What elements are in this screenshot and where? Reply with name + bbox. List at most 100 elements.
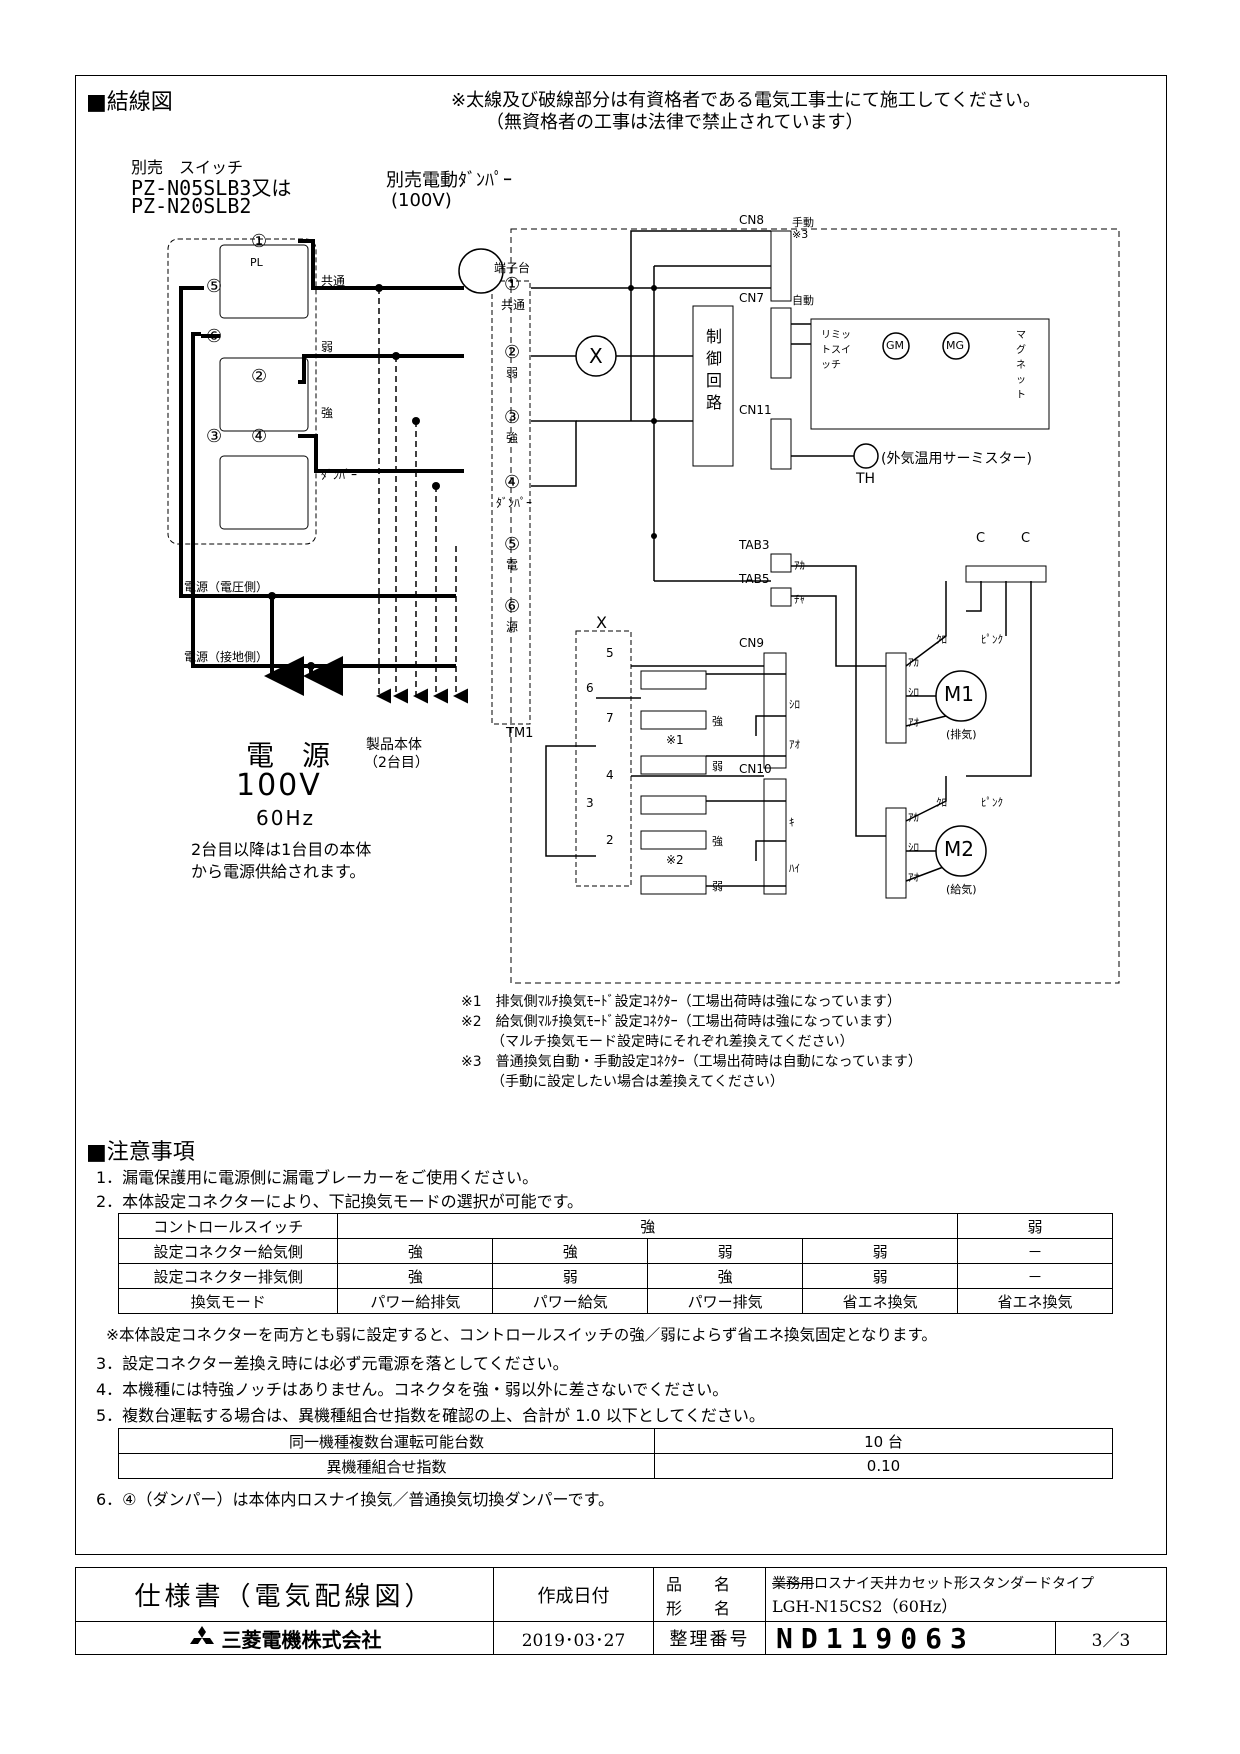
x-pin-5: 5 bbox=[606, 646, 614, 660]
table-cell: 強 bbox=[337, 1263, 494, 1289]
control-circuit-label: 制御回路 bbox=[706, 327, 723, 412]
tab3-box bbox=[770, 553, 792, 573]
notes-section-title: ■注意事項 bbox=[86, 1140, 195, 1165]
wire-kyo: 強 bbox=[321, 406, 334, 420]
table-row: 設定コネクター給気側 強 強 弱 弱 － bbox=[117, 1238, 1113, 1264]
note-item-2-note: ※本体設定コネクターを両方とも弱に設定すると、コントロールスイッチの強／弱によら… bbox=[106, 1326, 937, 1344]
capacitor-terminal bbox=[965, 565, 1047, 583]
table-row: 設定コネクター排気側 強 弱 強 弱 － bbox=[117, 1263, 1113, 1289]
table-cell: 同一機種複数台運転可能台数 bbox=[118, 1428, 655, 1454]
wire-damper: ﾀﾞﾝﾊﾟｰ bbox=[321, 468, 358, 482]
switch-num-6: ⑥ bbox=[206, 326, 223, 347]
doc-title: 仕様書（電気配線図） bbox=[76, 1568, 494, 1622]
m1-pink: ﾋﾟﾝｸ bbox=[981, 633, 1003, 646]
page-number: 3／3 bbox=[1091, 1630, 1131, 1651]
table-cell: パワー排気 bbox=[647, 1288, 804, 1314]
created-label: 作成日付 bbox=[494, 1568, 654, 1622]
thermistor-label: (外気温用サーミスター) bbox=[881, 451, 1032, 467]
m2-wire-ao: ｱｵ bbox=[908, 871, 919, 884]
power-big-1: 電 源 bbox=[246, 739, 331, 772]
power-big-3: 60Hz bbox=[256, 806, 315, 830]
switch-box-bot bbox=[219, 455, 309, 530]
terminal-1-num: ① bbox=[504, 274, 521, 295]
mitsubishi-logo-icon bbox=[189, 1626, 214, 1644]
conn-note-1: ※1 bbox=[666, 733, 684, 747]
title-block: 仕様書（電気配線図） 作成日付 品 名 形 名 業務用ロスナイ天井カセット形スタ… bbox=[75, 1567, 1167, 1655]
table-row: 同一機種複数台運転可能台数 10 台 bbox=[118, 1428, 1113, 1454]
switch-num-3: ③ bbox=[206, 426, 223, 447]
company-cell: 三菱電機株式会社 bbox=[76, 1622, 494, 1654]
cn7-auto: 自動 bbox=[792, 294, 814, 307]
table-cell: 強 bbox=[647, 1263, 804, 1289]
table-cell: 設定コネクター給気側 bbox=[117, 1238, 339, 1264]
table-cell: 強 bbox=[337, 1238, 494, 1264]
x-pin-6: 6 bbox=[586, 681, 594, 695]
cn10-weak: 弱 bbox=[712, 880, 723, 893]
table-row: 異機種組合せ指数 0.10 bbox=[118, 1453, 1113, 1479]
cn8-label: CN8 bbox=[739, 213, 764, 227]
cn9-shiro: ｼﾛ bbox=[789, 698, 800, 711]
x-pin-7: 7 bbox=[606, 711, 614, 725]
terminal-1-label: 共通 bbox=[501, 298, 526, 312]
table-cell: 弱 bbox=[802, 1238, 959, 1264]
table-cell: 弱 bbox=[492, 1263, 649, 1289]
table-cell: 設定コネクター排気側 bbox=[117, 1263, 339, 1289]
pl-lamp: PL bbox=[250, 256, 263, 269]
cn10-label: CN10 bbox=[739, 762, 772, 776]
th-label: TH bbox=[856, 471, 876, 487]
m2-connector bbox=[885, 807, 907, 899]
cn11-box bbox=[770, 418, 792, 470]
product-name-label: 品 名 bbox=[666, 1574, 731, 1594]
tab3-label: TAB3 bbox=[739, 538, 770, 552]
cap-2-label: C bbox=[1021, 531, 1031, 546]
cn11-label: CN11 bbox=[739, 403, 772, 417]
motor-2-label: M2 bbox=[944, 837, 974, 861]
m1-wire-ao: ｱｵ bbox=[908, 716, 919, 729]
terminal-6-num: ⑥ bbox=[504, 596, 521, 617]
magnet-label: マグネット bbox=[1016, 330, 1026, 401]
wire-jaku: 弱 bbox=[321, 340, 334, 354]
control-circuit-box bbox=[692, 305, 734, 467]
switch-num-1: ① bbox=[251, 231, 268, 252]
tab5-wire: ﾁｬ bbox=[794, 593, 805, 606]
product-frame bbox=[510, 228, 1120, 984]
power-note-1: 2台目以降は1台目の本体 bbox=[191, 840, 372, 859]
mg-label: MG bbox=[946, 339, 965, 352]
table-cell: 省エネ換気 bbox=[802, 1288, 959, 1314]
table-cell: コントロールスイッチ bbox=[117, 1213, 339, 1239]
terminal-block-label: 端子台 bbox=[494, 261, 531, 275]
x-pin-2: 2 bbox=[606, 833, 614, 847]
switch-num-5: ⑤ bbox=[206, 276, 223, 297]
product-label-2: （2台目） bbox=[364, 755, 429, 771]
tab5-label: TAB5 bbox=[739, 572, 770, 586]
tab3-wire: ｱｶ bbox=[794, 559, 805, 572]
note-item-4: 4．本機種には特強ノッチはありません。コネクタを強・弱以外に差さないでください。 bbox=[96, 1380, 729, 1399]
switch-num-4: ④ bbox=[251, 426, 268, 447]
m2-pink: ﾋﾟﾝｸ bbox=[981, 796, 1003, 809]
table-row: 換気モード パワー給排気 パワー給気 パワー排気 省エネ換気 省エネ換気 bbox=[117, 1288, 1113, 1314]
cn10-hai: ﾊｲ bbox=[789, 862, 800, 875]
mode-table-header: コントロールスイッチ 強 弱 bbox=[117, 1213, 1113, 1239]
switch-outline bbox=[167, 238, 317, 545]
cn8-manual: 手動 bbox=[792, 216, 814, 229]
limit-switch-label: リミットスイッチ bbox=[821, 330, 851, 371]
cn9-weak: 弱 bbox=[712, 760, 723, 773]
table-cell: 換気モード bbox=[117, 1288, 339, 1314]
terminal-4-label: ﾀﾞﾝﾊﾟｰ bbox=[496, 496, 533, 510]
x-block-label: X bbox=[596, 613, 607, 632]
note-item-3: 3．設定コネクター差換え時には必ず元電源を落としてください。 bbox=[96, 1354, 569, 1373]
switch-label-2: PZ-N05SLB3又は bbox=[131, 176, 292, 200]
table-cell: 強 bbox=[337, 1213, 959, 1239]
table-cell: パワー給排気 bbox=[337, 1288, 494, 1314]
m1-wire-shiro: ｼﾛ bbox=[908, 686, 919, 699]
table-cell: － bbox=[957, 1238, 1113, 1264]
note-item-2: 2．本体設定コネクターにより、下記換気モードの選択が可能です。 bbox=[96, 1192, 583, 1211]
switch-label-3: PZ-N20SLB2 bbox=[131, 194, 252, 218]
damper-label-2: (100V) bbox=[391, 190, 452, 211]
product-info-cell: 業務用ロスナイ天井カセット形スタンダードタイプ LGH-N15CS2（60Hz） bbox=[766, 1568, 1166, 1622]
cn8-note: ※3 bbox=[792, 228, 809, 241]
cn9-strong: 強 bbox=[712, 715, 723, 728]
wiring-section-title: ■結線図 bbox=[86, 90, 173, 115]
model-name: LGH-N15CS2（60Hz） bbox=[772, 1596, 958, 1616]
footnote-3b: （手動に設定したい場合は差換えてください） bbox=[491, 1074, 784, 1090]
